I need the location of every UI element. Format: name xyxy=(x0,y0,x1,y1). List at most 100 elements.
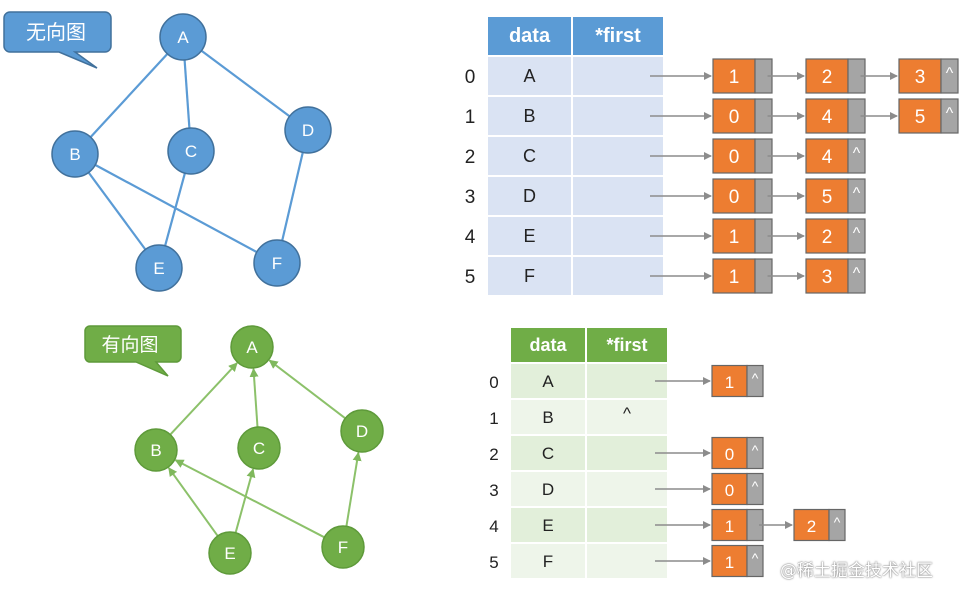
node-circle xyxy=(51,130,99,178)
undirected-edge-a-d xyxy=(200,49,291,118)
cell-first xyxy=(587,436,667,470)
undirected-callout-label: 无向图 xyxy=(26,21,86,44)
list-null-symbol: ^ xyxy=(752,478,759,494)
header-label-first: *first xyxy=(606,335,647,355)
node-label: A xyxy=(177,28,189,47)
cell-first xyxy=(573,97,663,135)
list-node: 1^ xyxy=(711,364,764,398)
list-node: 0^ xyxy=(711,472,764,506)
list-node-value-box xyxy=(805,138,849,174)
list-node-value-box xyxy=(711,436,748,470)
row-index: 5 xyxy=(489,553,498,572)
node-circle xyxy=(134,428,178,472)
adjacency-list: 0^ xyxy=(655,472,764,506)
cell-first xyxy=(587,544,667,578)
row-index: 1 xyxy=(489,409,498,428)
row-data: A xyxy=(542,372,554,391)
list-node: 1 xyxy=(711,508,793,542)
list-node-value: 2 xyxy=(822,227,833,248)
list-node-value: 1 xyxy=(725,373,734,392)
cell-data xyxy=(511,436,585,470)
adjacency-list: 0^ xyxy=(655,436,764,470)
cell-data xyxy=(511,400,585,434)
list-node-value-box xyxy=(805,178,849,214)
node-label: B xyxy=(150,441,161,460)
list-null-symbol: ^ xyxy=(752,370,759,386)
list-node-pointer-box xyxy=(847,178,866,214)
directed-edge-b-a xyxy=(169,362,238,436)
undirected-table-header: data*first xyxy=(488,17,663,55)
callout-bubble xyxy=(84,325,182,377)
cell-first xyxy=(573,257,663,295)
directed-node-d: D xyxy=(340,409,384,453)
node-label: D xyxy=(302,121,314,140)
node-label: C xyxy=(253,439,265,458)
list-node-pointer-box xyxy=(847,138,866,174)
list-node: 1 xyxy=(712,218,805,254)
node-label: F xyxy=(338,538,348,557)
list-null-symbol: ^ xyxy=(834,514,841,530)
row-data: D xyxy=(542,480,554,499)
node-circle xyxy=(230,325,274,369)
node-circle xyxy=(340,409,384,453)
row-first-null: ^ xyxy=(623,404,631,423)
node-label: F xyxy=(272,254,282,273)
list-node: 0 xyxy=(712,138,805,174)
list-node-pointer-box xyxy=(940,58,959,94)
row-index: 1 xyxy=(465,107,476,128)
node-label: D xyxy=(356,422,368,441)
list-node-value: 1 xyxy=(725,553,734,572)
node-circle xyxy=(253,239,301,287)
row-data: C xyxy=(542,444,554,463)
directed-table-header: data*first xyxy=(511,328,667,362)
node-circle xyxy=(237,426,281,470)
list-node-pointer-box xyxy=(940,98,959,134)
cell-first xyxy=(573,217,663,255)
list-node-value: 0 xyxy=(729,147,740,168)
list-node-value: 1 xyxy=(729,227,740,248)
list-node-pointer-box xyxy=(847,258,866,294)
node-circle xyxy=(284,106,332,154)
list-null-symbol: ^ xyxy=(853,145,861,162)
list-node-value: 3 xyxy=(915,67,926,88)
list-node-pointer-box xyxy=(746,544,764,578)
list-node-value-box xyxy=(711,544,748,578)
list-node: 5^ xyxy=(898,98,959,134)
list-null-symbol: ^ xyxy=(752,442,759,458)
list-node-pointer-box xyxy=(847,218,866,254)
list-node-value-box xyxy=(793,508,830,542)
list-node-value-box xyxy=(898,98,942,134)
list-node-value: 0 xyxy=(729,187,740,208)
row-data: B xyxy=(542,408,553,427)
cell-data xyxy=(511,544,585,578)
header-cell-first xyxy=(587,328,667,362)
list-node-value: 0 xyxy=(725,445,734,464)
list-node-value: 0 xyxy=(729,107,740,128)
node-label: A xyxy=(246,338,258,357)
list-node: 1 xyxy=(712,258,805,294)
header-cell-first xyxy=(573,17,663,55)
list-node-value-box xyxy=(805,98,849,134)
list-node-value-box xyxy=(712,138,756,174)
list-node-value-box xyxy=(712,258,756,294)
list-node: 4^ xyxy=(805,138,866,174)
undirected-node-f: F xyxy=(253,239,301,287)
directed-row-1: 1 B ^ xyxy=(489,400,667,434)
row-index: 3 xyxy=(489,481,498,500)
list-node: 1^ xyxy=(711,544,764,578)
directed-node-c: C xyxy=(237,426,281,470)
undirected-edge-b-e xyxy=(87,171,147,251)
